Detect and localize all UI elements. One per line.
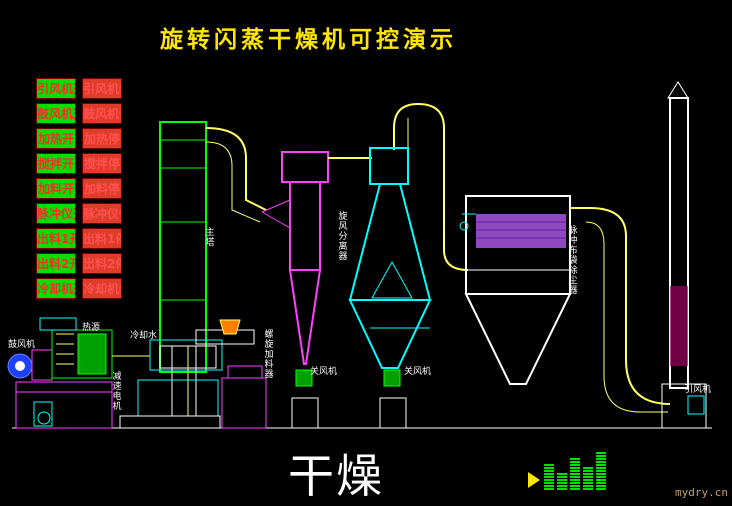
control-button-off[interactable]: 加料停 (82, 178, 122, 199)
control-button-on[interactable]: 引风机开 (36, 78, 76, 99)
play-icon[interactable] (528, 472, 540, 488)
control-button-on[interactable]: 出料2开 (36, 253, 76, 274)
label-lock-valve-2: 关风机 (404, 367, 432, 377)
control-button-off[interactable]: 鼓风机停 (82, 103, 122, 124)
duct-filter-to-fan (570, 207, 671, 405)
duct-cyclone-to-filter (393, 102, 469, 271)
label-cyclone: 旋风分离器 (338, 212, 348, 262)
watermark: mydry.cn (675, 486, 728, 499)
cyclone-separator (261, 151, 329, 429)
meter-bar (570, 458, 580, 491)
control-button-off[interactable]: 出料2停 (82, 253, 122, 274)
label-heat-source: 热源 (82, 323, 101, 333)
meter-bar (557, 473, 567, 491)
duct-tower-to-cyclone (205, 127, 267, 211)
label-screw-feeder: 螺旋加料器 (264, 330, 274, 380)
control-button-off[interactable]: 加热停 (82, 128, 122, 149)
blower-unit (7, 349, 113, 429)
second-cyclone (348, 147, 432, 429)
control-button-off[interactable]: 脉冲仪停 (82, 203, 122, 224)
control-button-on[interactable]: 脉冲仪开 (36, 203, 76, 224)
control-button-off[interactable]: 引风机停 (82, 78, 122, 99)
control-button-on[interactable]: 加料开 (36, 178, 76, 199)
control-button-off[interactable]: 出料1停 (82, 228, 122, 249)
label-induced-fan: 引风机 (684, 385, 712, 395)
status-text: 干燥 (288, 449, 384, 503)
label-lock-valve-1: 关风机 (310, 367, 338, 377)
exhaust-stack (661, 81, 707, 429)
label-blower: 鼓风机 (8, 340, 36, 350)
screw-feeder-unit (195, 319, 267, 429)
heat-source-unit (39, 317, 150, 379)
control-button-on[interactable]: 鼓风机开 (36, 103, 76, 124)
control-button-off[interactable]: 搅拌停 (82, 153, 122, 174)
bag-filter (459, 195, 572, 385)
meter-bar (544, 464, 554, 491)
control-button-on[interactable]: 出料1开 (36, 228, 76, 249)
meter-bar (596, 452, 606, 491)
page-title: 旋转闪蒸干燥机可控演示 (160, 26, 457, 53)
control-button-on[interactable]: 加热开 (36, 128, 76, 149)
label-reducer-motor: 减速电机 (112, 372, 122, 412)
control-button-on[interactable]: 搅拌开 (36, 153, 76, 174)
main-tower (119, 121, 223, 429)
duct-tower-inner (205, 141, 261, 223)
control-button-on[interactable]: 冷却机开 (36, 278, 76, 299)
label-cooling-water: 冷却水 (130, 331, 158, 341)
meter-bar (583, 467, 593, 491)
label-bag-filter: 脉冲布袋除尘器 (568, 226, 578, 296)
control-button-off[interactable]: 冷却机停 (82, 278, 122, 299)
label-main-tower: 主塔 (205, 228, 215, 248)
